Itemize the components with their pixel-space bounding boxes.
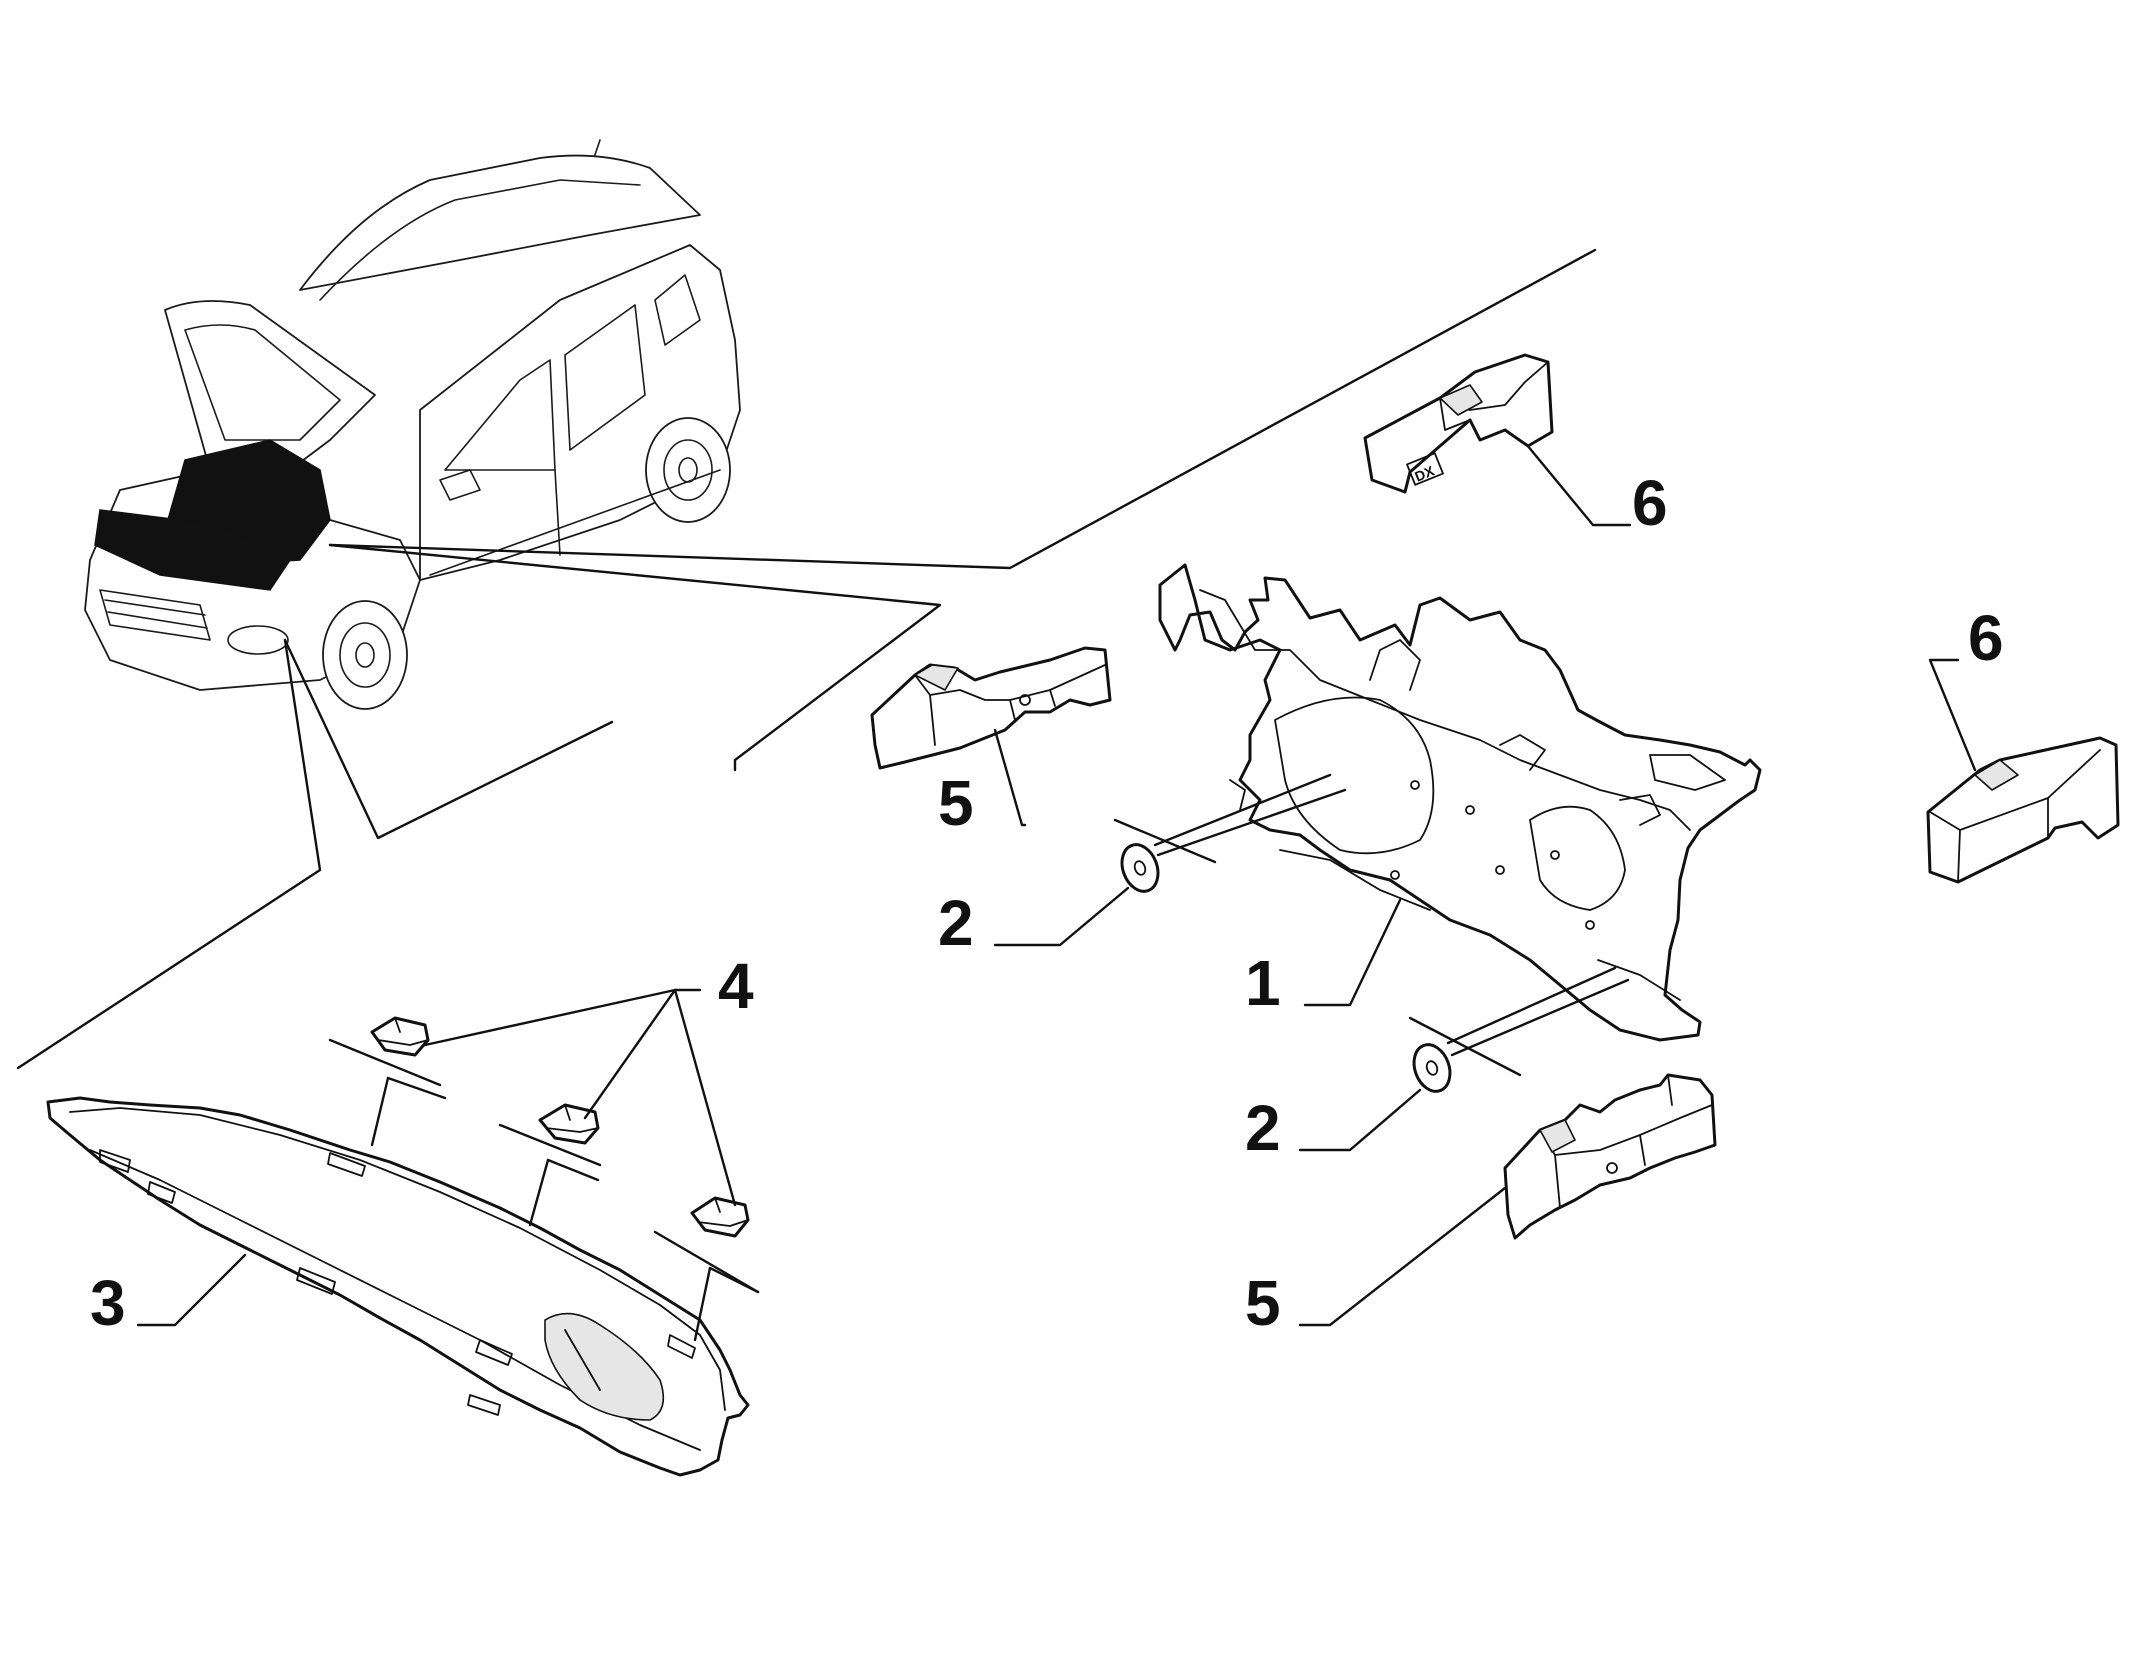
part-6-right-insulation-block xyxy=(1926,736,2120,884)
part-4-clip-c xyxy=(690,1196,750,1238)
part-5-upper-side-insulation xyxy=(870,646,1112,770)
part-3-bonnet-insulation-pad xyxy=(46,1096,750,1477)
reference-lines xyxy=(16,248,1597,1070)
callout-1: 1 xyxy=(1245,947,1281,1019)
callout-2-lower: 2 xyxy=(1245,1092,1281,1164)
part-6-marking: DX xyxy=(1412,462,1437,484)
callout-2-upper: 2 xyxy=(938,887,974,959)
part-4-clip-a xyxy=(370,1016,430,1057)
clip-guide-lines xyxy=(328,1038,760,1342)
callout-3: 3 xyxy=(90,1267,126,1339)
part-6-upper-insulation-block: DX xyxy=(1363,353,1554,494)
callout-5-upper: 5 xyxy=(938,767,974,839)
vehicle-overview xyxy=(84,139,741,710)
callout-5-lower: 5 xyxy=(1245,1267,1281,1339)
callout-6-right: 6 xyxy=(1968,602,2004,674)
leader-lines xyxy=(136,443,1977,1327)
part-5-lower-side-insulation xyxy=(1503,1073,1717,1240)
callout-6-upper: 6 xyxy=(1632,467,1668,539)
callout-4: 4 xyxy=(718,950,754,1022)
part-2-upper-grommet xyxy=(1113,773,1347,893)
part-4-clip-b xyxy=(538,1103,600,1145)
part-2-lower-grommet xyxy=(1408,966,1630,1093)
